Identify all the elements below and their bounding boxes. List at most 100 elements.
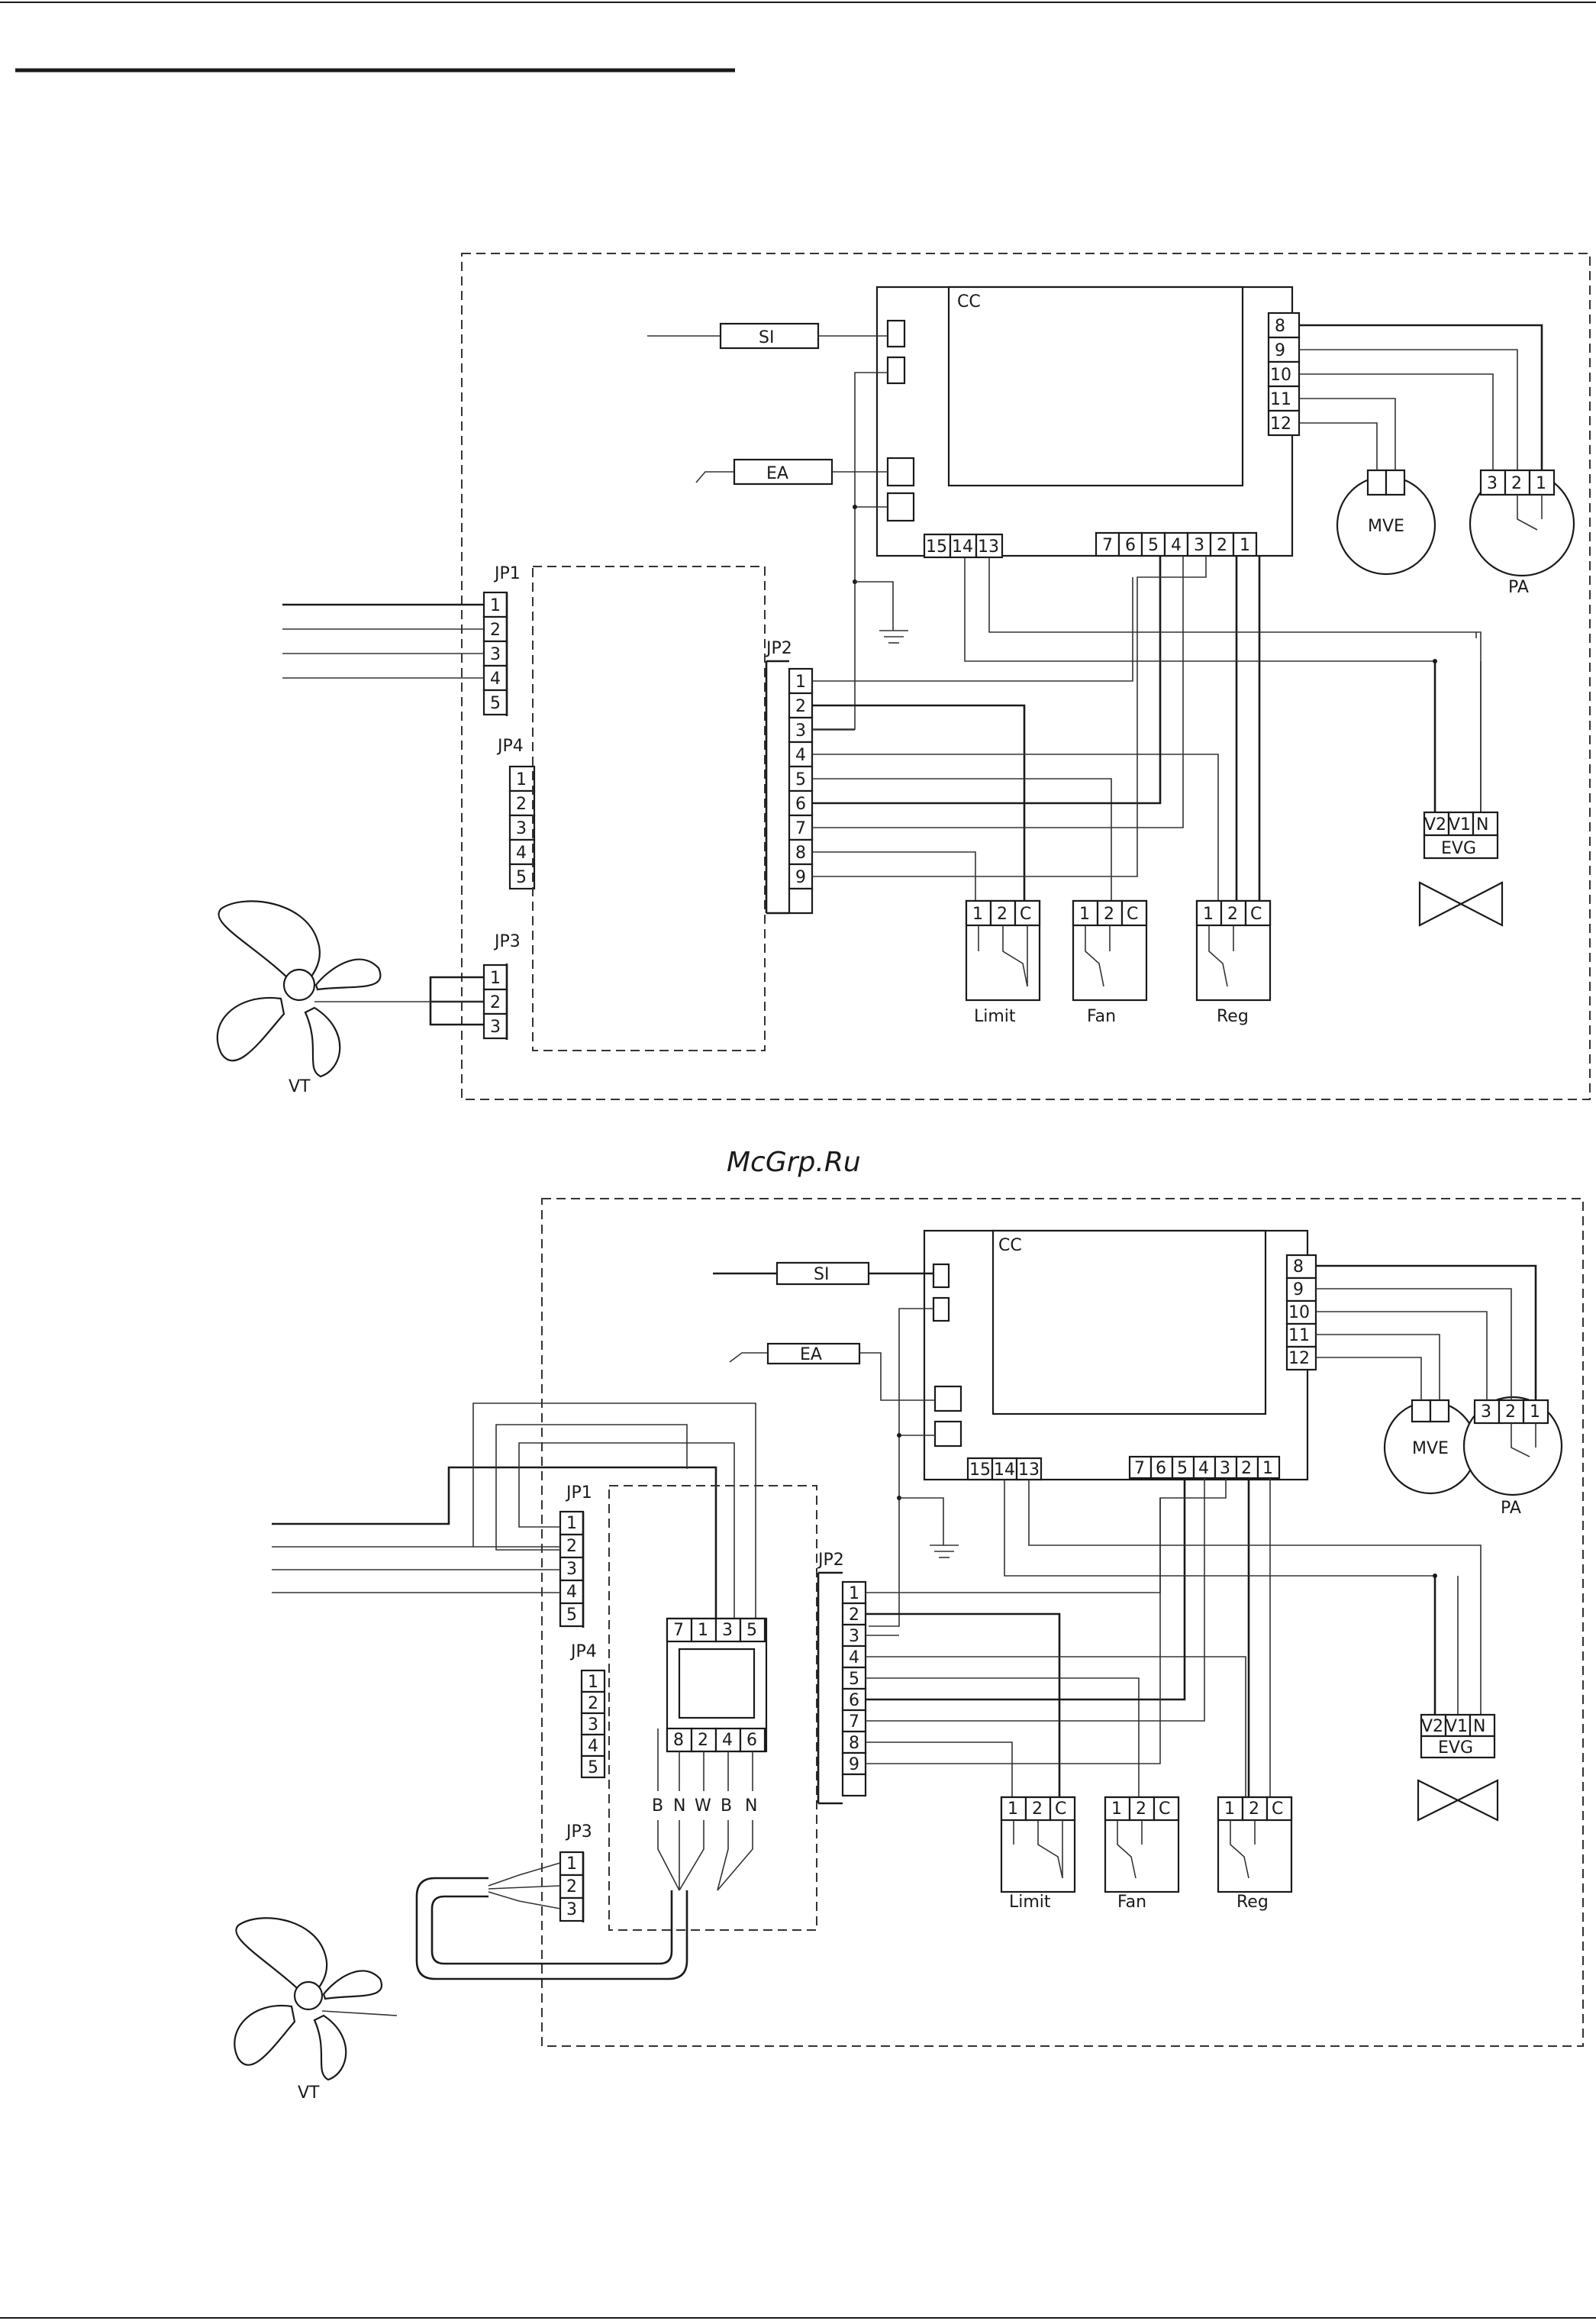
d2-cc-board: CC 8 9 10 11 12 15 14 13 7 <box>923 1229 1317 1481</box>
svg-text:N: N <box>745 1796 757 1816</box>
svg-text:5: 5 <box>849 1670 859 1689</box>
svg-text:3: 3 <box>588 1716 598 1735</box>
svg-text:MVE: MVE <box>1412 1439 1449 1458</box>
svg-text:EA: EA <box>766 464 788 483</box>
svg-text:C: C <box>1250 905 1262 924</box>
svg-text:SI: SI <box>759 328 774 347</box>
svg-text:JP3: JP3 <box>493 932 521 951</box>
d2-jp2-wiring <box>866 1478 1482 1802</box>
svg-text:3: 3 <box>1220 1459 1230 1478</box>
svg-text:B: B <box>721 1796 732 1816</box>
svg-text:2: 2 <box>490 621 501 640</box>
svg-text:3: 3 <box>722 1621 733 1640</box>
svg-text:12: 12 <box>1270 415 1291 434</box>
d1-board-dashed <box>532 566 766 1051</box>
svg-text:4: 4 <box>566 1583 577 1602</box>
svg-text:6: 6 <box>746 1731 757 1750</box>
svg-text:3: 3 <box>490 1018 501 1037</box>
svg-text:Fan: Fan <box>1087 1007 1116 1026</box>
svg-text:2: 2 <box>698 1731 708 1750</box>
svg-text:5: 5 <box>746 1621 757 1640</box>
svg-text:8: 8 <box>1275 317 1285 336</box>
svg-text:MVE: MVE <box>1368 517 1404 536</box>
svg-text:3: 3 <box>490 645 501 664</box>
svg-text:1: 1 <box>1111 1799 1122 1819</box>
d1-outer-frame <box>461 253 1591 1100</box>
svg-text:C: C <box>1055 1799 1066 1819</box>
svg-text:1: 1 <box>1262 1459 1273 1478</box>
svg-text:11: 11 <box>1270 390 1291 409</box>
svg-text:2: 2 <box>1217 536 1227 555</box>
svg-text:1: 1 <box>1203 905 1214 924</box>
d1-mve-motor: MVE <box>1299 398 1436 576</box>
svg-text:15: 15 <box>926 537 947 557</box>
svg-text:4: 4 <box>1171 536 1182 555</box>
svg-text:9: 9 <box>1275 341 1285 360</box>
svg-text:8: 8 <box>673 1731 684 1750</box>
svg-text:EA: EA <box>800 1345 822 1364</box>
d1-ground <box>812 372 908 730</box>
svg-text:2: 2 <box>566 1537 577 1556</box>
svg-text:W: W <box>695 1796 711 1816</box>
svg-text:4: 4 <box>588 1737 598 1756</box>
svg-text:EVG: EVG <box>1438 1738 1473 1758</box>
svg-text:JP1: JP1 <box>565 1483 592 1503</box>
svg-text:4: 4 <box>490 670 501 689</box>
svg-text:9: 9 <box>849 1755 859 1774</box>
svg-text:5: 5 <box>516 868 527 887</box>
d2-reg-switch: 1 2 C Reg <box>1217 1796 1293 1912</box>
svg-text:5: 5 <box>1148 536 1159 555</box>
svg-text:8: 8 <box>795 844 806 863</box>
svg-text:V2: V2 <box>1424 815 1446 834</box>
svg-text:3: 3 <box>516 819 527 838</box>
svg-text:C: C <box>1020 905 1031 924</box>
svg-text:EVG: EVG <box>1441 839 1476 858</box>
d1-vt-fan: VT <box>216 900 484 1096</box>
svg-text:Limit: Limit <box>974 1007 1016 1026</box>
svg-text:N: N <box>1473 1717 1485 1736</box>
svg-text:8: 8 <box>1293 1257 1304 1277</box>
svg-text:1: 1 <box>516 770 527 789</box>
svg-text:8: 8 <box>849 1734 859 1753</box>
svg-text:N: N <box>673 1796 685 1816</box>
svg-text:N: N <box>1476 815 1488 834</box>
svg-text:2: 2 <box>1136 1799 1146 1819</box>
svg-text:V1: V1 <box>1449 815 1471 834</box>
d2-jp1-connector: JP1 1 2 3 4 5 <box>272 1402 756 1628</box>
svg-text:2: 2 <box>849 1606 859 1625</box>
svg-text:14: 14 <box>994 1461 1015 1480</box>
svg-text:3: 3 <box>1487 474 1498 493</box>
d2-board-dashed <box>608 1485 817 1931</box>
svg-text:7: 7 <box>673 1621 684 1640</box>
svg-text:1: 1 <box>1079 905 1090 924</box>
svg-text:3: 3 <box>795 721 806 741</box>
svg-text:1: 1 <box>698 1621 708 1640</box>
svg-text:1: 1 <box>1536 474 1546 493</box>
svg-text:5: 5 <box>795 770 806 789</box>
svg-text:2: 2 <box>997 905 1008 924</box>
svg-text:1: 1 <box>1224 1799 1235 1819</box>
svg-text:PA: PA <box>1501 1499 1521 1518</box>
svg-text:2: 2 <box>1032 1799 1043 1819</box>
svg-text:2: 2 <box>1241 1459 1252 1478</box>
svg-text:1: 1 <box>490 596 501 615</box>
svg-text:C: C <box>1159 1799 1170 1819</box>
svg-text:1: 1 <box>795 673 806 692</box>
svg-text:Limit: Limit <box>1009 1893 1051 1912</box>
d1-jp3-connector: JP3 1 2 3 <box>429 932 521 1040</box>
d1-jp2-connector: JP2 1 2 3 4 5 6 7 8 9 <box>765 639 814 915</box>
d1-limit-switch: 1 2 C Limit <box>965 899 1041 1026</box>
svg-text:Reg: Reg <box>1217 1007 1249 1026</box>
svg-text:PA: PA <box>1508 578 1529 597</box>
svg-text:3: 3 <box>1194 536 1204 555</box>
d2-outer-frame <box>541 1198 1584 2047</box>
svg-text:4: 4 <box>722 1731 733 1750</box>
svg-text:6: 6 <box>1156 1459 1166 1478</box>
svg-text:1: 1 <box>849 1584 859 1603</box>
d2-relay: 7 1 3 5 8 2 4 6 B N W B N <box>652 1617 768 1891</box>
svg-text:Fan: Fan <box>1117 1893 1146 1912</box>
d2-jp3-connector: JP3 1 2 3 <box>415 1822 688 1980</box>
svg-text:14: 14 <box>952 537 973 557</box>
d2-si-sensor: SI <box>713 1261 933 1286</box>
